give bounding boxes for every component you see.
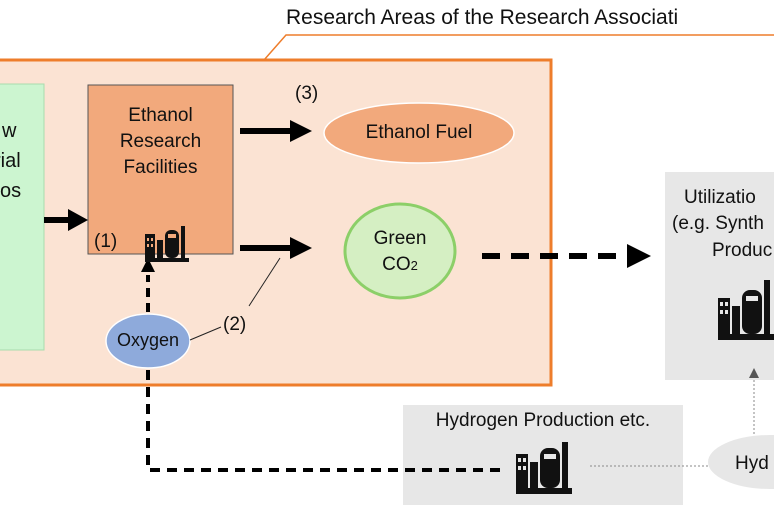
arrowhead-hydrogen-up xyxy=(749,368,759,378)
facility-line-3: Facilities xyxy=(123,157,198,178)
facility-line-2: Research xyxy=(119,131,202,152)
diagram-title: Research Areas of the Research Associati xyxy=(286,6,679,29)
ethanol-fuel-label: Ethanol Fuel xyxy=(365,122,473,143)
green-co2-line-2: CO2 xyxy=(345,254,455,276)
left-box-line-3: os xyxy=(0,180,22,202)
oxygen-label: Oxygen xyxy=(116,330,180,350)
co2-subscript: 2 xyxy=(410,258,418,273)
oxygen-oval xyxy=(105,313,191,369)
title-leader-line xyxy=(263,34,774,61)
factory-icon xyxy=(145,226,189,262)
facility-line-1: Ethanol xyxy=(128,105,193,126)
arrowhead-utilization xyxy=(627,244,651,268)
arrowhead-input xyxy=(68,209,88,231)
fuel-number-label: (3) xyxy=(295,83,319,104)
arrowhead-fuel xyxy=(290,120,312,142)
facility-number-label: (1) xyxy=(94,231,118,252)
leader-label2-to-co2-arrow xyxy=(248,257,281,307)
hydrogen-production-label: Hydrogen Production etc. xyxy=(435,410,651,431)
factory-icon xyxy=(718,280,774,340)
co2-text: CO xyxy=(382,254,411,275)
arrowhead-oxygen-up xyxy=(141,258,155,272)
leader-oxygen-to-label2 xyxy=(189,326,222,341)
utilization-line-2: (e.g. Synth xyxy=(672,213,764,234)
left-box-line-1: w xyxy=(2,120,17,142)
arrowhead-co2 xyxy=(290,237,312,259)
hydrogen-oval-label: Hyd xyxy=(735,453,769,474)
left-box-line-2: rial xyxy=(0,150,21,172)
factory-icon xyxy=(516,442,572,494)
hydrogen-oval xyxy=(706,433,774,491)
utilization-line-3: Produc xyxy=(712,240,773,261)
utilization-line-1: Utilizatio xyxy=(684,187,756,208)
left-input-box xyxy=(0,83,45,351)
ethanol-fuel-oval xyxy=(323,102,515,164)
oxygen-number-label: (2) xyxy=(223,314,247,335)
green-co2-circle xyxy=(343,202,457,300)
utilization-box xyxy=(665,172,774,380)
ethanol-facility-box xyxy=(87,84,234,255)
green-co2-line-1: Green xyxy=(373,228,427,249)
